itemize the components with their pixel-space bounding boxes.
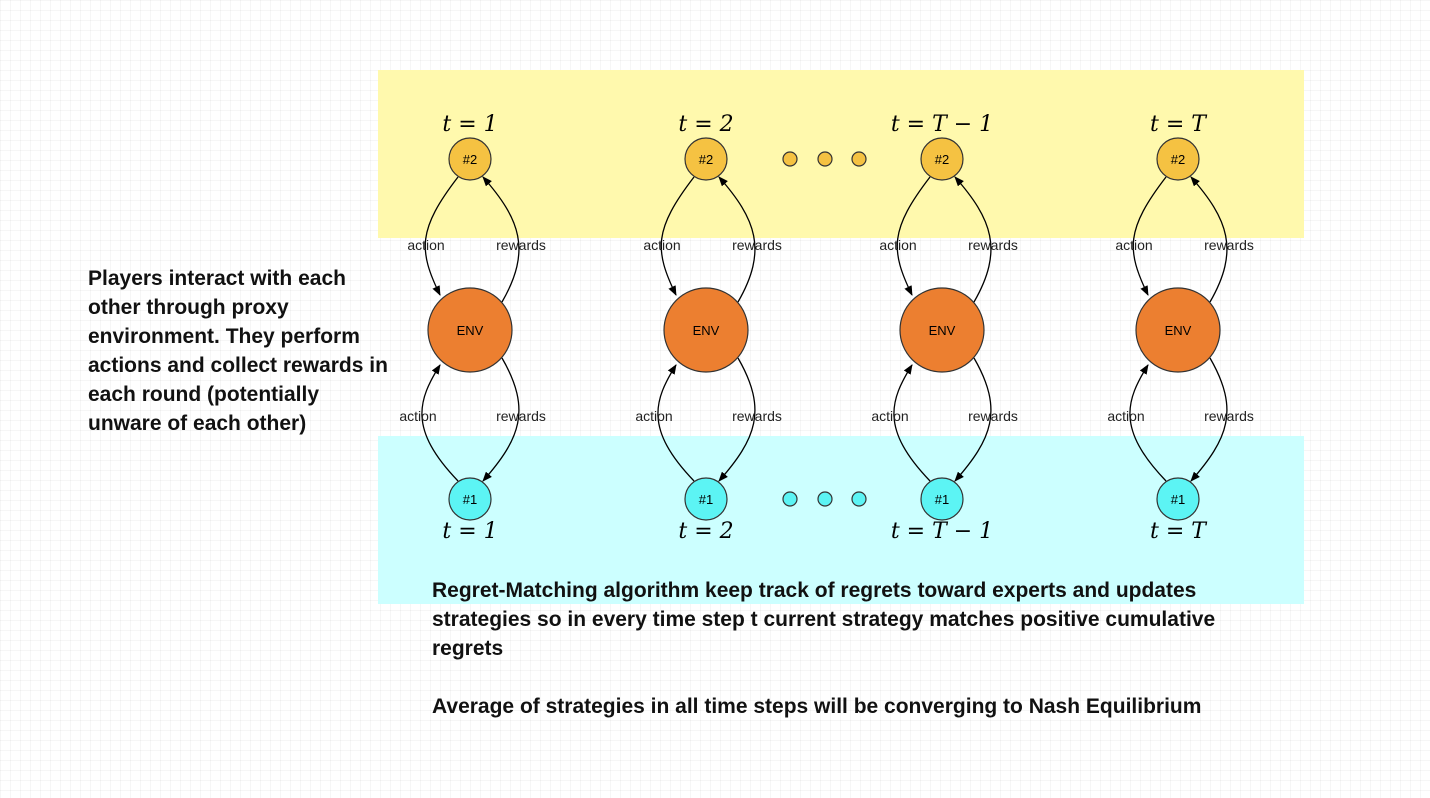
player2-node-label: #2 xyxy=(1171,152,1185,167)
timestep-column: t = T − 1 t = T − 1 action rewards action rew… xyxy=(871,112,1018,544)
player2-node-label: #2 xyxy=(463,152,477,167)
player1-band xyxy=(378,436,1304,604)
ellipsis-dot xyxy=(817,491,833,507)
timestep-column: t = 2 t = 2 action rewards action rewards #2EN… xyxy=(635,112,782,544)
action-label: action xyxy=(635,408,672,424)
player2-node xyxy=(1156,137,1200,181)
rewards-arrow xyxy=(482,357,520,482)
top-time-label: t = 1 xyxy=(442,112,497,137)
player1-node-label: #1 xyxy=(1171,492,1185,507)
top-time-label: t = 2 xyxy=(678,112,733,137)
action-arrow xyxy=(1132,176,1167,296)
rewards-arrow xyxy=(1190,357,1228,482)
rewards-label: rewards xyxy=(968,408,1018,424)
nash-equilibrium-description: Average of strategies in all time steps … xyxy=(432,695,1202,718)
rewards-label: rewards xyxy=(496,408,546,424)
player1-node-label: #1 xyxy=(699,492,713,507)
left-description: Players interact with each other through… xyxy=(88,267,388,435)
player2-node xyxy=(448,137,492,181)
action-arrow xyxy=(660,176,695,296)
timestep-column: t = 1 t = 1 action rewards action rewards #2EN… xyxy=(399,112,546,544)
rewards-label: rewards xyxy=(968,237,1018,253)
action-label: action xyxy=(399,408,436,424)
rewards-arrow xyxy=(954,176,992,303)
bottom-time-label: t = 2 xyxy=(678,519,733,544)
player1-node-label: #1 xyxy=(935,492,949,507)
player1-node xyxy=(684,477,728,521)
env-node xyxy=(427,287,513,373)
action-arrow xyxy=(1129,364,1167,482)
player2-node-label: #2 xyxy=(935,152,949,167)
action-arrow xyxy=(424,176,459,296)
ellipsis-dot xyxy=(851,151,867,167)
action-arrow xyxy=(893,364,931,482)
env-node xyxy=(899,287,985,373)
top-time-label: t = T xyxy=(1150,112,1208,137)
rewards-arrow xyxy=(954,357,992,482)
player1-node xyxy=(920,477,964,521)
ellipsis-dot xyxy=(782,491,798,507)
ellipsis-dot xyxy=(851,491,867,507)
action-arrow xyxy=(896,176,931,296)
timestep-column: t = T t = T action rewards action rewards #2EN… xyxy=(1107,112,1254,544)
action-label: action xyxy=(643,237,680,253)
regret-matching-description: Regret-Matching algorithm keep track of … xyxy=(432,579,1216,660)
rewards-label: rewards xyxy=(1204,237,1254,253)
rewards-arrow xyxy=(482,176,520,303)
ellipsis-dot xyxy=(782,151,798,167)
action-label: action xyxy=(407,237,444,253)
player2-band xyxy=(378,70,1304,238)
env-node xyxy=(663,287,749,373)
rewards-label: rewards xyxy=(732,408,782,424)
action-label: action xyxy=(1107,408,1144,424)
rewards-label: rewards xyxy=(732,237,782,253)
bottom-time-label: t = 1 xyxy=(442,519,497,544)
player1-node xyxy=(1156,477,1200,521)
env-node-label: ENV xyxy=(457,323,484,338)
env-node-label: ENV xyxy=(1165,323,1192,338)
action-arrow xyxy=(657,364,695,482)
action-label: action xyxy=(1115,237,1152,253)
rewards-arrow xyxy=(1190,176,1228,303)
player1-node-label: #1 xyxy=(463,492,477,507)
player1-node xyxy=(448,477,492,521)
action-label: action xyxy=(871,408,908,424)
player2-node-label: #2 xyxy=(699,152,713,167)
top-time-label: t = T − 1 xyxy=(891,112,993,137)
env-node-label: ENV xyxy=(929,323,956,338)
env-node-label: ENV xyxy=(693,323,720,338)
env-node xyxy=(1135,287,1221,373)
action-arrow xyxy=(421,364,459,482)
player2-node xyxy=(684,137,728,181)
rewards-label: rewards xyxy=(1204,408,1254,424)
bottom-time-label: t = T xyxy=(1150,519,1208,544)
ellipsis-dot xyxy=(817,151,833,167)
player2-node xyxy=(920,137,964,181)
rewards-label: rewards xyxy=(496,237,546,253)
action-label: action xyxy=(879,237,916,253)
bottom-time-label: t = T − 1 xyxy=(891,519,993,544)
rewards-arrow xyxy=(718,357,756,482)
rewards-arrow xyxy=(718,176,756,303)
